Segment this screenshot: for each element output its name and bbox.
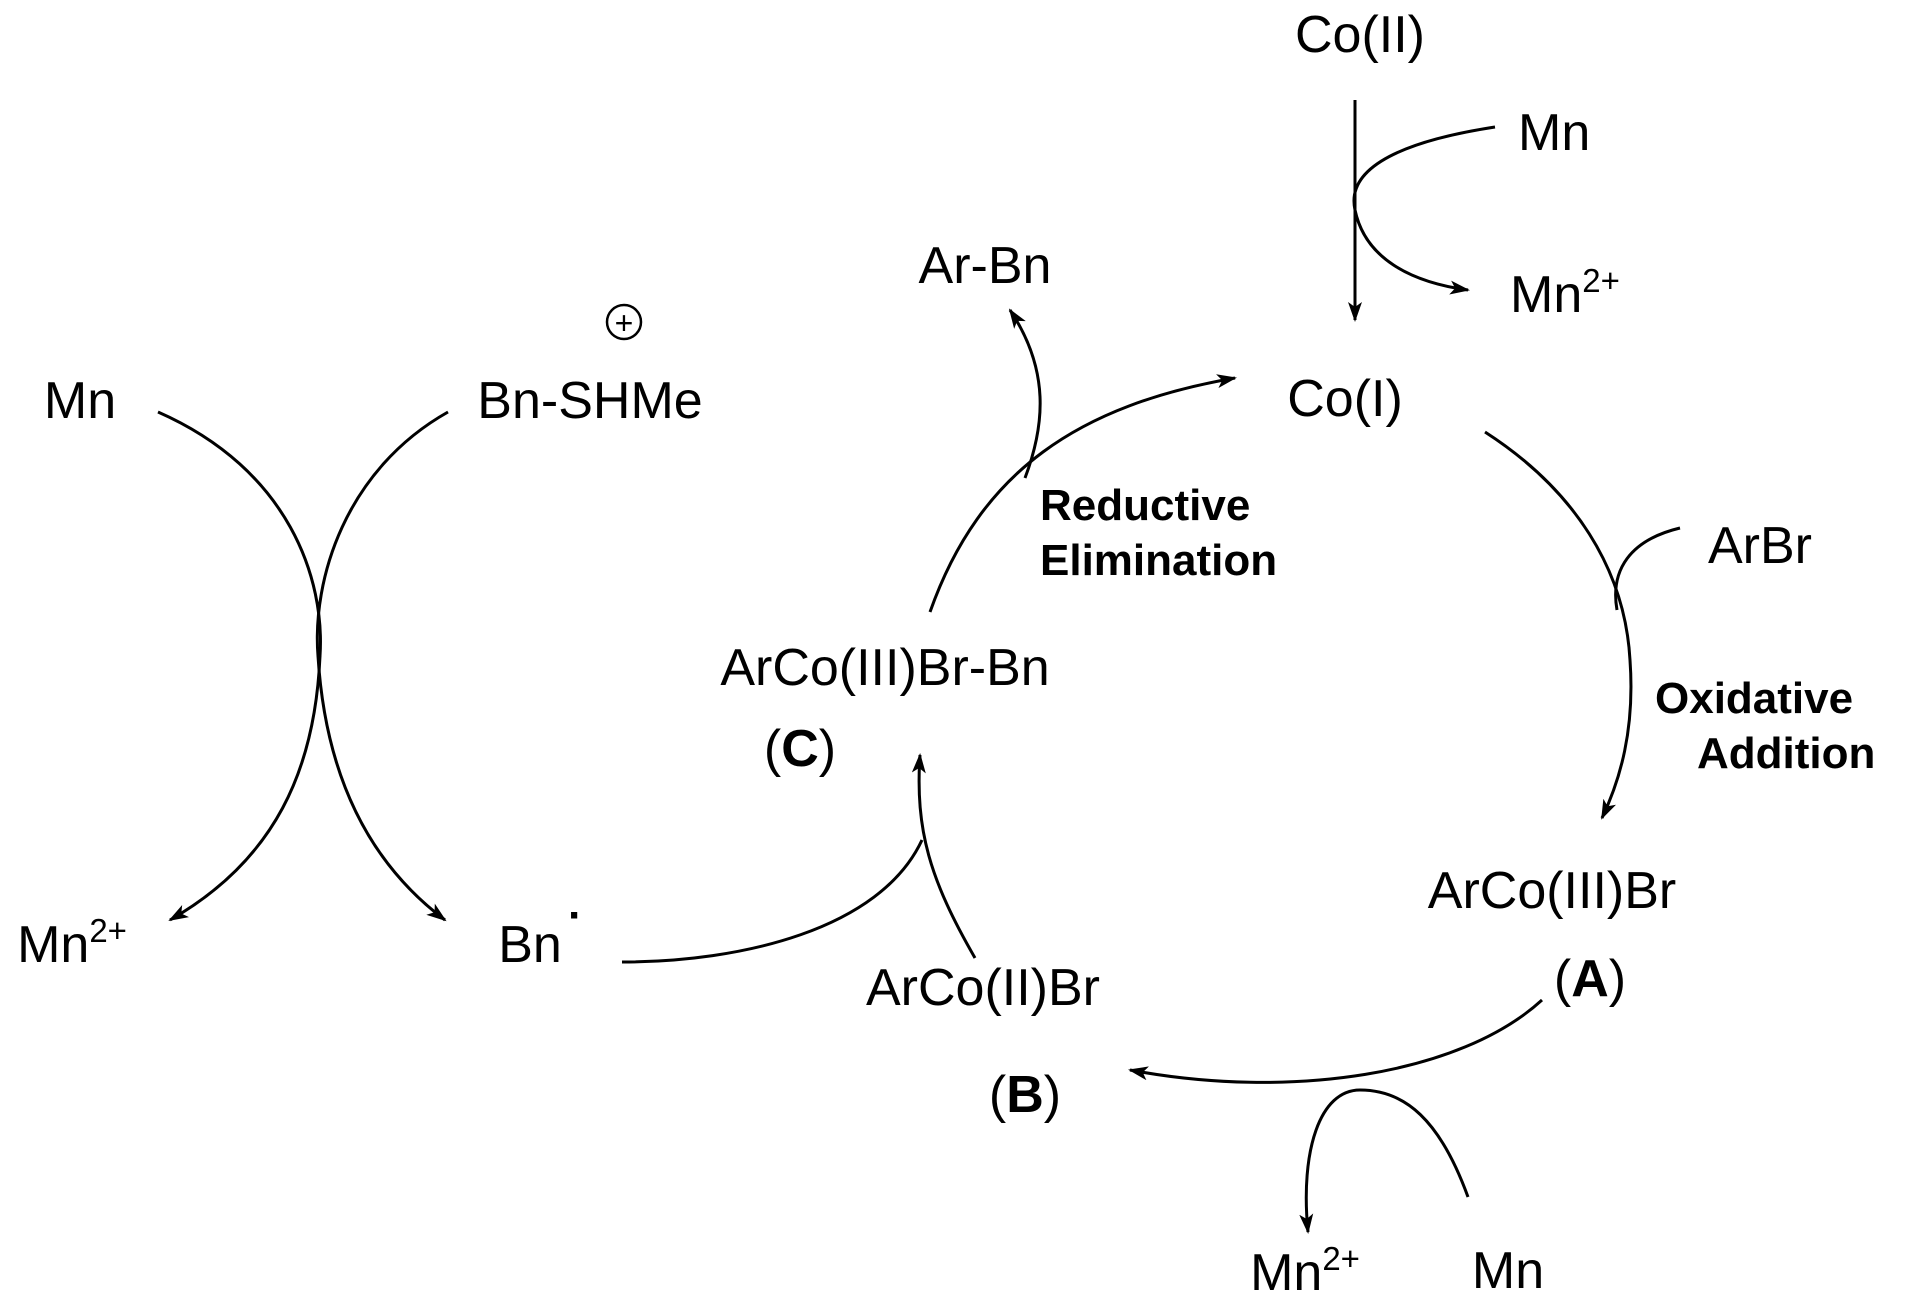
mn-to-mn2-top-arrow xyxy=(1352,125,1496,295)
reductive-label-line2: Elimination xyxy=(1040,536,1277,585)
mn2-product-left: Mn2+ xyxy=(17,912,127,974)
arco-iii-br-bn-label: ArCo(III)Br-Bn xyxy=(720,639,1049,697)
cation-plus-sign: + xyxy=(615,305,634,341)
intermediate-a-label: (A) xyxy=(1554,950,1626,1008)
arbr-label: ArBr xyxy=(1708,517,1812,575)
mn2-product-top: Mn2+ xyxy=(1510,262,1620,324)
arco-ii-br-label: ArCo(II)Br xyxy=(866,959,1100,1017)
oxidative-label-line2: Addition xyxy=(1697,729,1875,778)
mn-reductant-bottom: Mn xyxy=(1472,1242,1544,1300)
mn-to-mn2-bottom-arrow xyxy=(1299,1088,1470,1234)
reduction-a-to-b-arc xyxy=(1128,998,1544,1084)
co-ii-label: Co(II) xyxy=(1295,6,1425,64)
bn-shme-to-bn-radical-arrow xyxy=(315,410,449,922)
ar-bn-product-label: Ar-Bn xyxy=(919,237,1052,295)
mn-reductant-top: Mn xyxy=(1518,104,1590,162)
intermediate-b-label: (B) xyxy=(989,1066,1061,1124)
arbr-incoming-line xyxy=(1614,526,1681,611)
reductive-elimination-arc xyxy=(928,374,1237,613)
reductive-label-line1: Reductive xyxy=(1040,481,1250,530)
co-i-label: Co(I) xyxy=(1287,370,1403,428)
b-to-c-arc xyxy=(911,753,977,959)
oxidative-label-line1: Oxidative xyxy=(1655,674,1853,723)
mn-reductant-left: Mn xyxy=(44,372,116,430)
oxidative-addition-arc xyxy=(1484,430,1633,820)
bn-radical-label: Bn xyxy=(498,916,562,974)
bn-radical-addition-line xyxy=(621,839,924,964)
cation-charge-circle xyxy=(605,303,643,341)
arco-iii-br-label: ArCo(III)Br xyxy=(1428,862,1676,920)
radical-dot: · xyxy=(568,891,583,940)
intermediate-c-label: (C) xyxy=(764,720,836,778)
bn-shme-label: Bn-SHMe xyxy=(477,372,702,430)
ar-bn-release-arrow xyxy=(1008,308,1042,479)
mn2-product-bottom: Mn2+ xyxy=(1250,1240,1360,1302)
mn-to-mn2-left-arrow xyxy=(157,410,322,922)
